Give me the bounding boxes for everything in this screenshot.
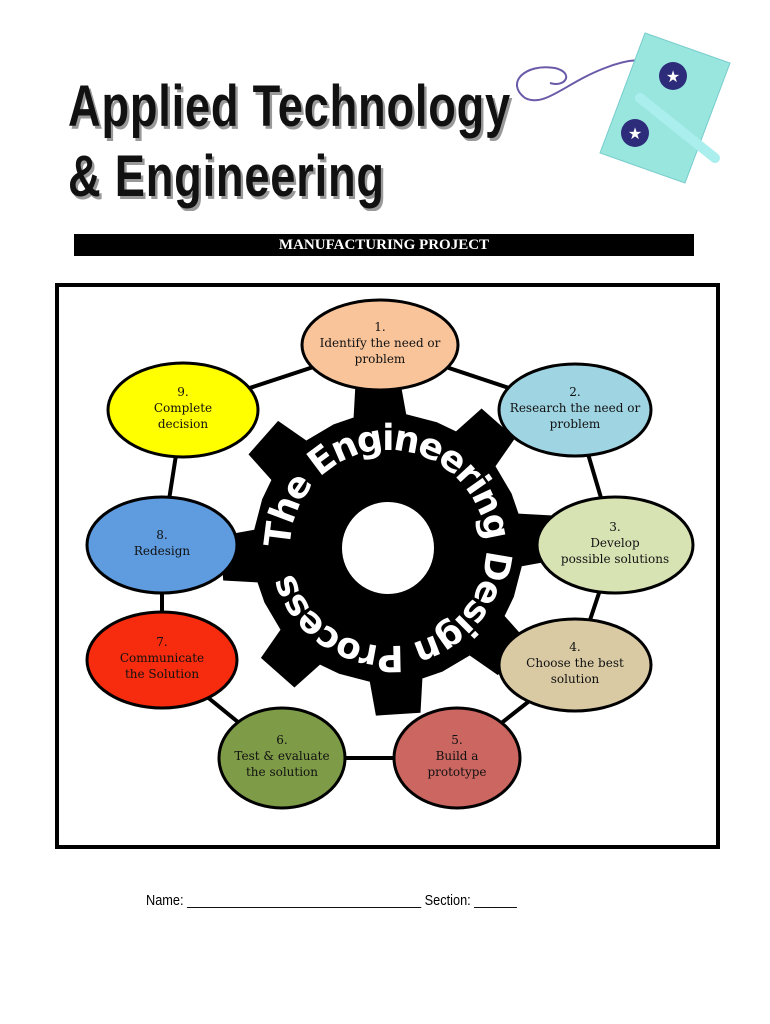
title-line-2: & Engineering xyxy=(68,144,385,209)
step-ellipse xyxy=(106,361,260,459)
step-label: problem xyxy=(355,352,406,366)
step-ellipse xyxy=(497,362,653,458)
step-ellipse xyxy=(392,706,522,810)
step-ellipse xyxy=(85,610,239,710)
step-ellipse xyxy=(497,617,653,713)
step-label: problem xyxy=(550,417,601,431)
step-label: Identify the need or xyxy=(320,336,441,350)
step-number: 3. xyxy=(609,520,620,534)
step-label: possible solutions xyxy=(561,552,669,566)
section-label: Section: xyxy=(421,892,475,909)
step-label: the solution xyxy=(246,765,318,779)
step-number: 2. xyxy=(569,385,580,399)
step-ellipse xyxy=(85,495,239,595)
name-label: Name: xyxy=(146,892,188,909)
step-label: prototype xyxy=(427,765,486,779)
step-label: the Solution xyxy=(125,667,199,681)
airplane-wing-icon: ★ ★ xyxy=(515,32,731,184)
step-label: Build a xyxy=(436,749,479,763)
step-number: 9. xyxy=(177,385,188,399)
step-number: 4. xyxy=(569,640,580,654)
step-number: 6. xyxy=(276,733,287,747)
step-label: Test & evaluate xyxy=(234,749,329,763)
step-ellipse xyxy=(300,298,460,392)
svg-text:★: ★ xyxy=(666,69,680,86)
step-label: Complete xyxy=(154,401,212,415)
diagram-frame xyxy=(55,283,720,849)
name-field[interactable]: _________________________________ xyxy=(187,892,422,909)
step-number: 8. xyxy=(156,528,167,542)
title-line-1: Applied Technology xyxy=(68,74,511,139)
gear-hub xyxy=(342,502,434,594)
step-label: Choose the best xyxy=(526,656,624,670)
step-5: 5. Build a prototype xyxy=(392,706,522,810)
step-number: 5. xyxy=(451,733,462,747)
step-number: 7. xyxy=(156,635,167,649)
step-label: Redesign xyxy=(134,544,191,558)
name-section-line: Name: _________________________________ … xyxy=(146,892,517,909)
svg-text:★: ★ xyxy=(628,126,642,143)
step-label: Develop xyxy=(590,536,640,550)
step-label: decision xyxy=(158,417,209,431)
step-number: 1. xyxy=(374,320,385,334)
section-banner: MANUFACTURING PROJECT xyxy=(74,234,694,256)
step-ellipse xyxy=(217,706,347,810)
step-label: solution xyxy=(551,672,600,686)
step-9: 9. Complete decision xyxy=(106,361,260,459)
step-8: 8. Redesign xyxy=(85,495,239,595)
step-label: Research the need or xyxy=(510,401,641,415)
step-7: 7. Communicate the Solution xyxy=(85,610,239,710)
section-field[interactable]: ______ xyxy=(474,892,517,909)
step-ellipse xyxy=(535,495,695,595)
step-6: 6. Test & evaluate the solution xyxy=(217,706,347,810)
step-2: 2. Research the need or problem xyxy=(497,362,653,458)
step-4: 4. Choose the best solution xyxy=(497,617,653,713)
step-1: 1. Identify the need or problem xyxy=(300,298,460,392)
step-3: 3. Develop possible solutions xyxy=(535,495,695,595)
step-label: Communicate xyxy=(120,651,204,665)
